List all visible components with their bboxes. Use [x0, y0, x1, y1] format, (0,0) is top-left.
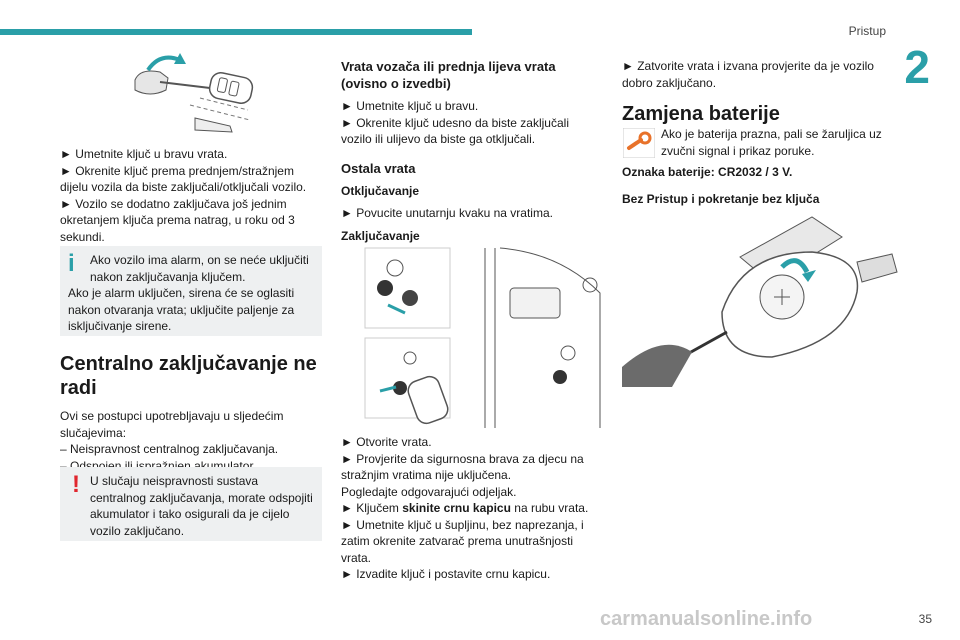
- step-text: ► Zatvorite vrata i izvana provjerite da…: [622, 59, 874, 90]
- info-text-2: Ako je alarm uključen, sirena će se ogla…: [68, 286, 295, 333]
- step-bold: skinite crnu kapicu: [402, 501, 511, 515]
- step-text: Pogledajte odgovarajući odjeljak.: [341, 484, 517, 499]
- info-text-1: Ako vozilo ima alarm, on se neće uključi…: [90, 253, 309, 284]
- column-2-driver-door: Vrata vozača ili prednja lijeva vrata (o…: [341, 58, 601, 244]
- bullet-text: – Neispravnost centralnog zaključavanja.: [60, 442, 279, 456]
- battery-replacement-illustration: [622, 216, 898, 387]
- step-text: ► Umetnite ključ u bravu.: [341, 99, 479, 113]
- step-prefix: ► Ključem: [341, 501, 403, 515]
- wrench-icon: [623, 128, 655, 158]
- section-heading: Zamjena baterije: [622, 103, 780, 125]
- unlock-heading: Otključavanje: [341, 183, 420, 198]
- step-text: ► Povucite unutarnju kvaku na vratima.: [341, 206, 553, 220]
- info-icon: i: [68, 250, 75, 277]
- door-edge-lock-illustration: [364, 247, 601, 428]
- column-3-note: Ako je baterija prazna, pali se žaruljic…: [661, 126, 891, 159]
- lock-heading: Zaključavanje: [341, 228, 420, 243]
- step-suffix: na rubu vrata.: [510, 501, 589, 515]
- column-2-lock-steps: ► Otvorite vrata. ► Provjerite da sigurn…: [341, 434, 603, 583]
- watermark: carmanualsonline.info: [600, 608, 813, 630]
- column-3-labels: Oznaka baterije: CR2032 / 3 V. Bez Prist…: [622, 164, 892, 207]
- intro-text: Ovi se postupci upotrebljavaju u sljedeć…: [60, 409, 284, 440]
- column-1-central-locking: Centralno zaključavanje ne radi Ovi se p…: [60, 352, 322, 474]
- warning-icon: !: [72, 471, 80, 498]
- step-text: ► Okrenite ključ udesno da biste zaključ…: [341, 115, 569, 147]
- step-text: ► Umetnite ključ u bravu vrata.: [60, 147, 228, 161]
- warning-box: ! U slučaju neispravnosti sustava centra…: [60, 467, 322, 541]
- header-accent-bar: [0, 29, 472, 35]
- page-number: 35: [918, 612, 932, 626]
- sub-heading: Ostala vrata: [341, 160, 416, 176]
- section-heading: Vrata vozača ili prednja lijeva vrata (o…: [341, 59, 556, 91]
- key-door-lock-illustration: [134, 53, 254, 133]
- step-text: ► Provjerite da sigurnosna brava za djec…: [341, 451, 584, 483]
- section-heading: Centralno zaključavanje ne radi: [60, 353, 317, 399]
- step-text: ► Vozilo se dodatno zaključava još jedni…: [60, 196, 295, 244]
- info-box: i Ako vozilo ima alarm, on se neće uklju…: [60, 246, 322, 336]
- step-text: ► Otvorite vrata.: [341, 435, 432, 449]
- section-title: Pristup: [848, 24, 886, 38]
- step-text: ► Ključem skinite crnu kapicu na rubu vr…: [341, 500, 603, 517]
- note-text: Ako je baterija prazna, pali se žaruljic…: [661, 127, 882, 158]
- warning-text: U slučaju neispravnosti sustava centraln…: [90, 474, 313, 538]
- chapter-number: 2: [904, 41, 930, 93]
- step-text: ► Izvadite ključ i postavite crnu kapicu…: [341, 567, 551, 581]
- column-3: ► Zatvorite vrata i izvana provjerite da…: [622, 58, 892, 126]
- battery-label: Oznaka baterije: CR2032 / 3 V.: [622, 165, 793, 179]
- step-text: ► Okrenite ključ prema prednjem/stražnje…: [60, 163, 307, 195]
- keyless-heading: Bez Pristup i pokretanje bez ključa: [622, 191, 820, 206]
- column-1-steps: ► Umetnite ključ u bravu vrata. ► Okreni…: [60, 146, 322, 245]
- step-text: ► Umetnite ključ u šupljinu, bez napreza…: [341, 517, 584, 565]
